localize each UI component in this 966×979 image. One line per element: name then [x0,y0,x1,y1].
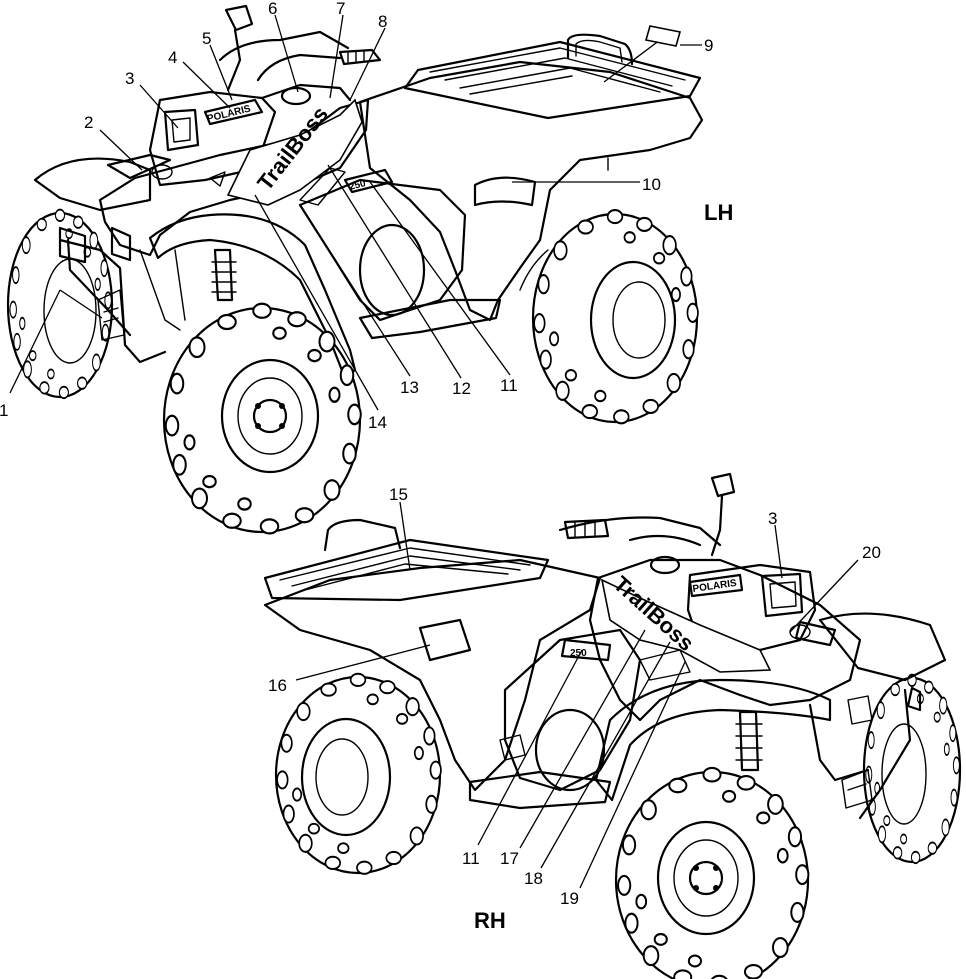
callout-2: 2 [84,113,93,132]
rh-engine-text: 250 [570,648,587,659]
callout-5: 5 [202,29,211,48]
lh-rear-rack [403,40,702,120]
rh-fuel-cap [649,555,681,575]
callout-8: 8 [378,12,387,31]
callout-16: 16 [268,676,287,695]
callout-4: 4 [168,48,177,67]
rh-speckle-decal [600,578,772,673]
rh-rear-fender-decal-area [418,618,472,662]
lh-leaders [9,14,702,411]
callout-11-rh: 11 [462,849,480,868]
lh-front-bumper [58,238,167,364]
lh-engine-decal [343,168,394,194]
lh-mirror-lever [224,4,254,92]
lh-front-near-fender [148,213,357,380]
callout-15: 15 [389,485,408,504]
lh-grip [338,48,382,66]
lh-rack-handle [566,33,634,66]
rh-view: POLARIS TrailBoss 250 [263,472,962,979]
rh-side-label: RH [474,908,506,933]
rh-leaders [295,501,859,889]
lh-fuel-cap [280,86,312,106]
callout-6: 6 [268,0,277,18]
rh-front-far-fender [818,612,947,682]
lh-brand-decal [203,98,264,126]
rh-mirror-lever [710,472,736,557]
rh-handlebar [558,516,722,547]
lh-rear-far-wheel [531,209,699,425]
lh-rear-fender-decal-area [473,176,537,207]
lh-footrest [358,298,502,340]
rh-callouts: 15 3 20 16 11 17 18 19 [268,485,881,908]
callout-12: 12 [452,379,471,398]
rh-footrest [468,770,612,810]
rh-front-shock [738,710,760,772]
lh-side-panel [298,178,467,322]
rh-front-body [588,558,862,722]
callout-20: 20 [862,543,881,562]
rh-grip [563,518,610,540]
rh-front-bumper [808,686,922,820]
callout-3: 3 [125,69,134,88]
rh-engine-decal [560,638,612,662]
lh-handlebar [218,30,350,82]
lh-callouts: 1 2 3 4 5 6 7 8 9 10 11 12 13 14 [0,0,713,432]
callout-13: 13 [400,378,419,397]
callout-19: 19 [560,889,579,908]
lh-engine-text: 250 [348,178,367,193]
callout-18: 18 [524,869,543,888]
lh-rear-fender [358,60,704,322]
lh-front-fender [33,157,152,212]
callout-3-rh: 3 [768,509,777,528]
callout-11-lh: 11 [500,376,518,395]
lh-headlight [163,108,200,152]
callout-10: 10 [642,175,661,194]
lh-fuel-tank [358,223,426,317]
rh-front-near-fender [594,678,832,802]
rh-rear-rack [263,538,550,602]
rh-side-panel [503,628,642,792]
lh-view: POLARIS TrailBoss 250 [6,4,704,535]
rh-front-near-wheel [614,766,810,979]
rh-brand-decal [688,573,744,598]
lh-front-near-wheel [162,302,362,535]
rh-rack-handle [323,518,402,552]
callout-7: 7 [336,0,345,18]
lh-front-shock [213,248,234,302]
rh-headlight [760,572,804,618]
lh-speckle-decal [226,98,363,206]
callout-14: 14 [368,413,387,432]
lh-side-label: LH [704,200,733,225]
callout-9: 9 [704,36,713,55]
rh-rear-far-wheel [274,672,442,875]
rh-fuel-tank [534,708,606,792]
callout-1: 1 [0,401,8,420]
rh-front-far-wheel [862,673,962,865]
lh-rack-decal [644,25,682,47]
callout-17: 17 [500,849,519,868]
